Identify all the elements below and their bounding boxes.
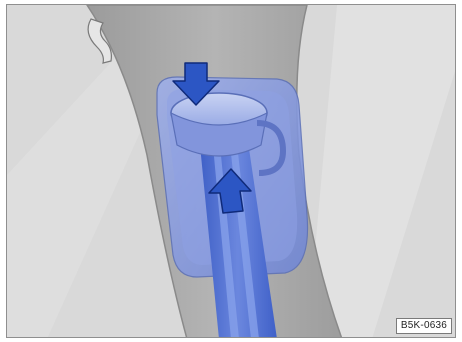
seat-belt-height-adjuster-illustration	[7, 5, 456, 338]
figure-code-label: B5K-0636	[396, 318, 452, 334]
illustration-frame: B5K-0636	[6, 4, 456, 338]
